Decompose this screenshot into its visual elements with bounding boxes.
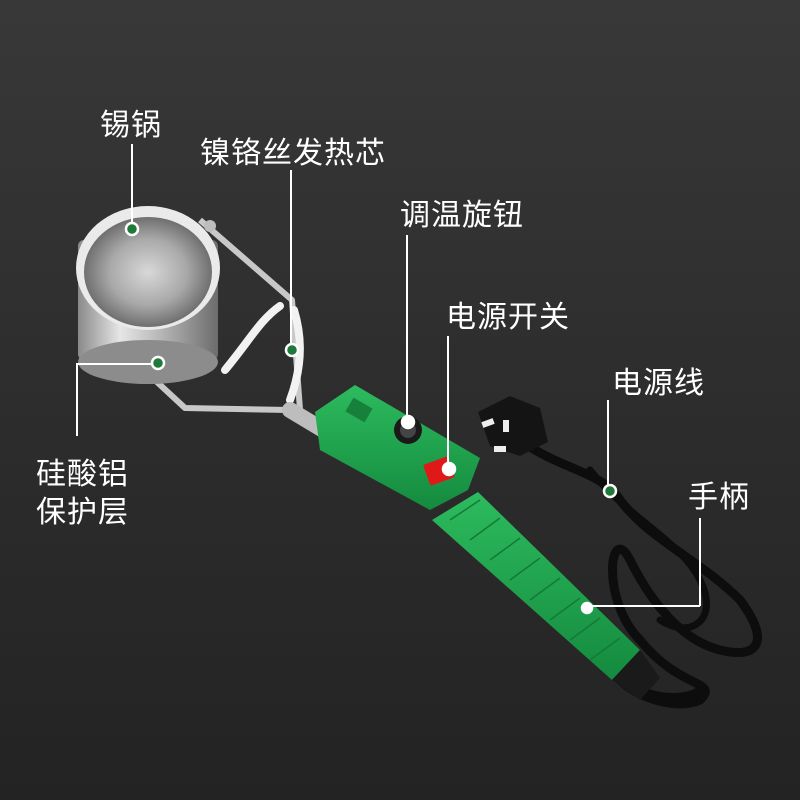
plug-icon (478, 396, 548, 456)
label-heating-core: 镍铬丝发热芯 (200, 136, 386, 171)
callout-dots (124, 221, 618, 615)
leader-lines (76, 144, 701, 607)
label-handle: 手柄 (688, 480, 750, 515)
label-solder-pot: 锡锅 (100, 108, 162, 143)
handle (432, 492, 660, 700)
label-temperature-knob: 调温旋钮 (400, 198, 524, 233)
label-power-cord: 电源线 (612, 366, 705, 401)
label-insulation-line1: 硅酸铝 (36, 457, 129, 492)
heating-wire (221, 302, 304, 404)
solder-pot (76, 206, 220, 384)
label-power-switch: 电源开关 (446, 300, 570, 335)
label-insulation-line2: 保护层 (36, 495, 129, 530)
control-box (315, 385, 480, 510)
